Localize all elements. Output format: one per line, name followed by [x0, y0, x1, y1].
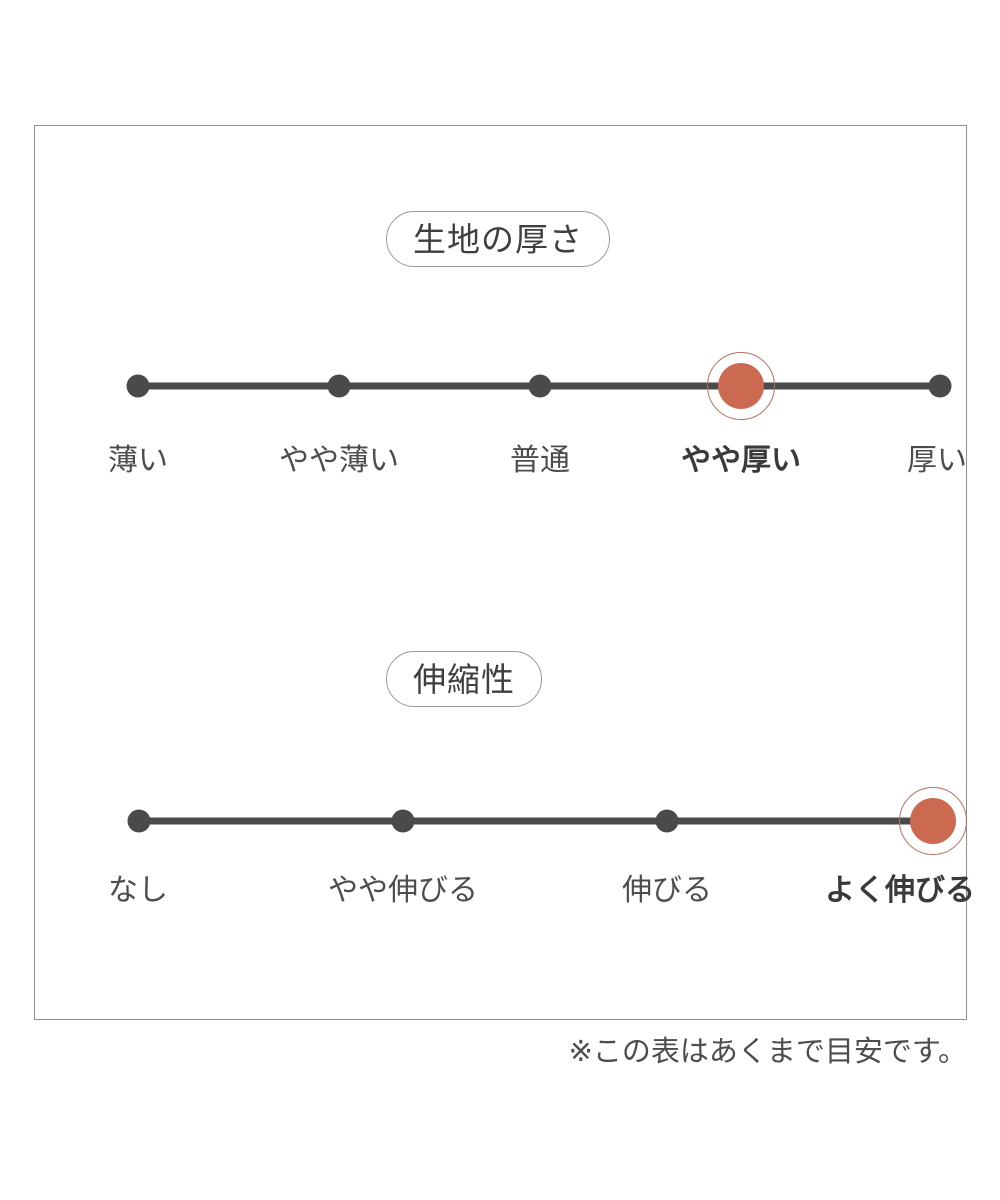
tick-label-thickness-0: 薄い	[108, 444, 168, 477]
section-title-fabric-thickness: 生地の厚さ	[386, 211, 610, 267]
tick-label-stretch-3: よく伸びる	[825, 874, 975, 907]
tick-label-thickness-4: 厚い	[907, 444, 967, 477]
scale-dot-4[interactable]	[928, 374, 952, 398]
scale-track	[139, 817, 935, 825]
spec-card: 生地の厚さ 薄い やや薄い 普通 やや厚い 厚い 伸縮性 なし やや伸びる 伸び…	[34, 125, 975, 1020]
scale-dot-1[interactable]	[391, 809, 415, 833]
tick-label-stretch-1: やや伸びる	[328, 874, 478, 907]
tick-label-stretch-0: なし	[108, 874, 168, 907]
scale-dot-0[interactable]	[127, 809, 151, 833]
scale-dot-1[interactable]	[327, 374, 351, 398]
section-title-stretchiness: 伸縮性	[386, 651, 542, 707]
scale-dot-2[interactable]	[528, 374, 552, 398]
scale-dot-3-selected[interactable]	[910, 798, 956, 844]
tick-label-thickness-2: 普通	[510, 444, 570, 477]
tick-label-thickness-1: やや薄い	[279, 444, 399, 477]
tick-label-stretch-2: 伸びる	[622, 874, 712, 907]
tick-label-thickness-3: やや厚い	[681, 444, 801, 477]
scale-dot-0[interactable]	[126, 374, 150, 398]
section-title-fabric-thickness-label: 生地の厚さ	[413, 220, 583, 258]
section-title-stretchiness-label: 伸縮性	[413, 660, 515, 698]
scale-dot-2[interactable]	[655, 809, 679, 833]
disclaimer-note: ※この表はあくまで目安です。	[568, 1036, 967, 1068]
scale-stretchiness	[104, 786, 974, 856]
scale-fabric-thickness	[104, 351, 974, 421]
scale-dot-3-selected[interactable]	[718, 363, 764, 409]
